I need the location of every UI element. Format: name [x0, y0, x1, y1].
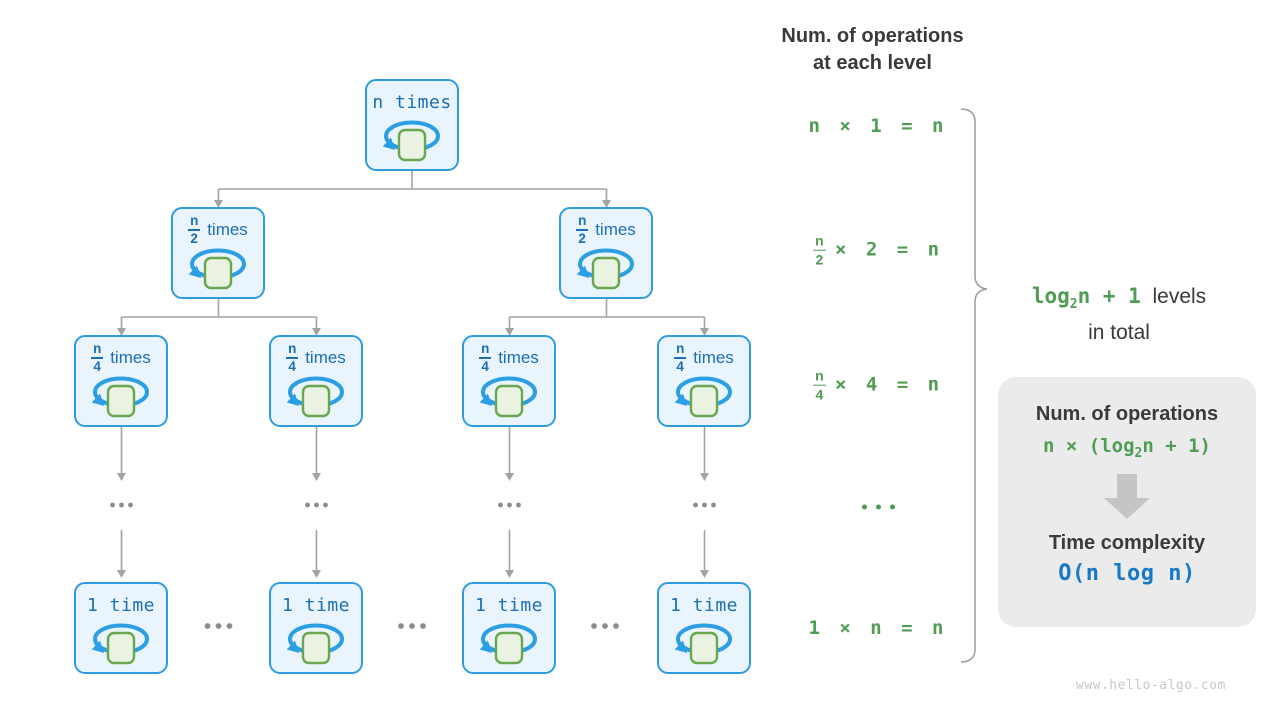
loop-icon — [91, 376, 149, 418]
levels-total-label: log2n + 1 levels in total — [1031, 284, 1207, 345]
equation-level-1: n × 1 = n — [808, 115, 948, 137]
loop-icon — [286, 623, 344, 665]
equation-ellipsis — [788, 504, 968, 510]
log-formula: log2n + 1 — [1031, 284, 1141, 313]
summary-panel: Num. of operations n × (log2n + 1) Time … — [998, 377, 1256, 627]
tree-node-leaf-4: 1 time — [657, 582, 751, 674]
leaf-row-ellipsis-dots — [204, 623, 619, 629]
watermark: www.hello-algo.com — [1076, 678, 1226, 693]
tree-node-leaf-3: 1 time — [462, 582, 556, 674]
operations-header: Num. of operations at each level — [781, 25, 964, 74]
complexity-value: O(n log n) — [1058, 560, 1196, 586]
loop-icon — [188, 248, 246, 290]
tree-node-leaf-2: 1 time — [269, 582, 363, 674]
panel-title: Num. of operations — [1035, 403, 1219, 425]
loop-icon — [479, 623, 537, 665]
loop-icon — [91, 623, 149, 665]
tree-node-leaf-1: 1 time — [74, 582, 168, 674]
loop-icon — [674, 623, 732, 665]
node-label: 1 time — [669, 594, 739, 616]
down-arrow-icon — [1104, 473, 1150, 519]
vertical-ellipsis-dots — [110, 502, 716, 508]
node-label: n times — [372, 91, 452, 113]
loop-icon — [576, 248, 634, 290]
loop-icon — [479, 376, 537, 418]
loop-icon — [286, 376, 344, 418]
node-label: 1 time — [474, 594, 544, 616]
green-ellipsis-dots — [861, 504, 895, 510]
levels-brace — [960, 108, 988, 663]
loop-icon — [674, 376, 732, 418]
panel-subtitle: Time complexity — [1048, 531, 1206, 554]
node-label: 1 time — [281, 594, 351, 616]
node-label: 1 time — [86, 594, 156, 616]
equation-level-n: 1 × n = n — [808, 617, 948, 639]
tree-node-root: n times — [365, 79, 459, 171]
operations-formula: n × (log2n + 1) — [1043, 435, 1211, 461]
loop-icon — [382, 120, 440, 162]
